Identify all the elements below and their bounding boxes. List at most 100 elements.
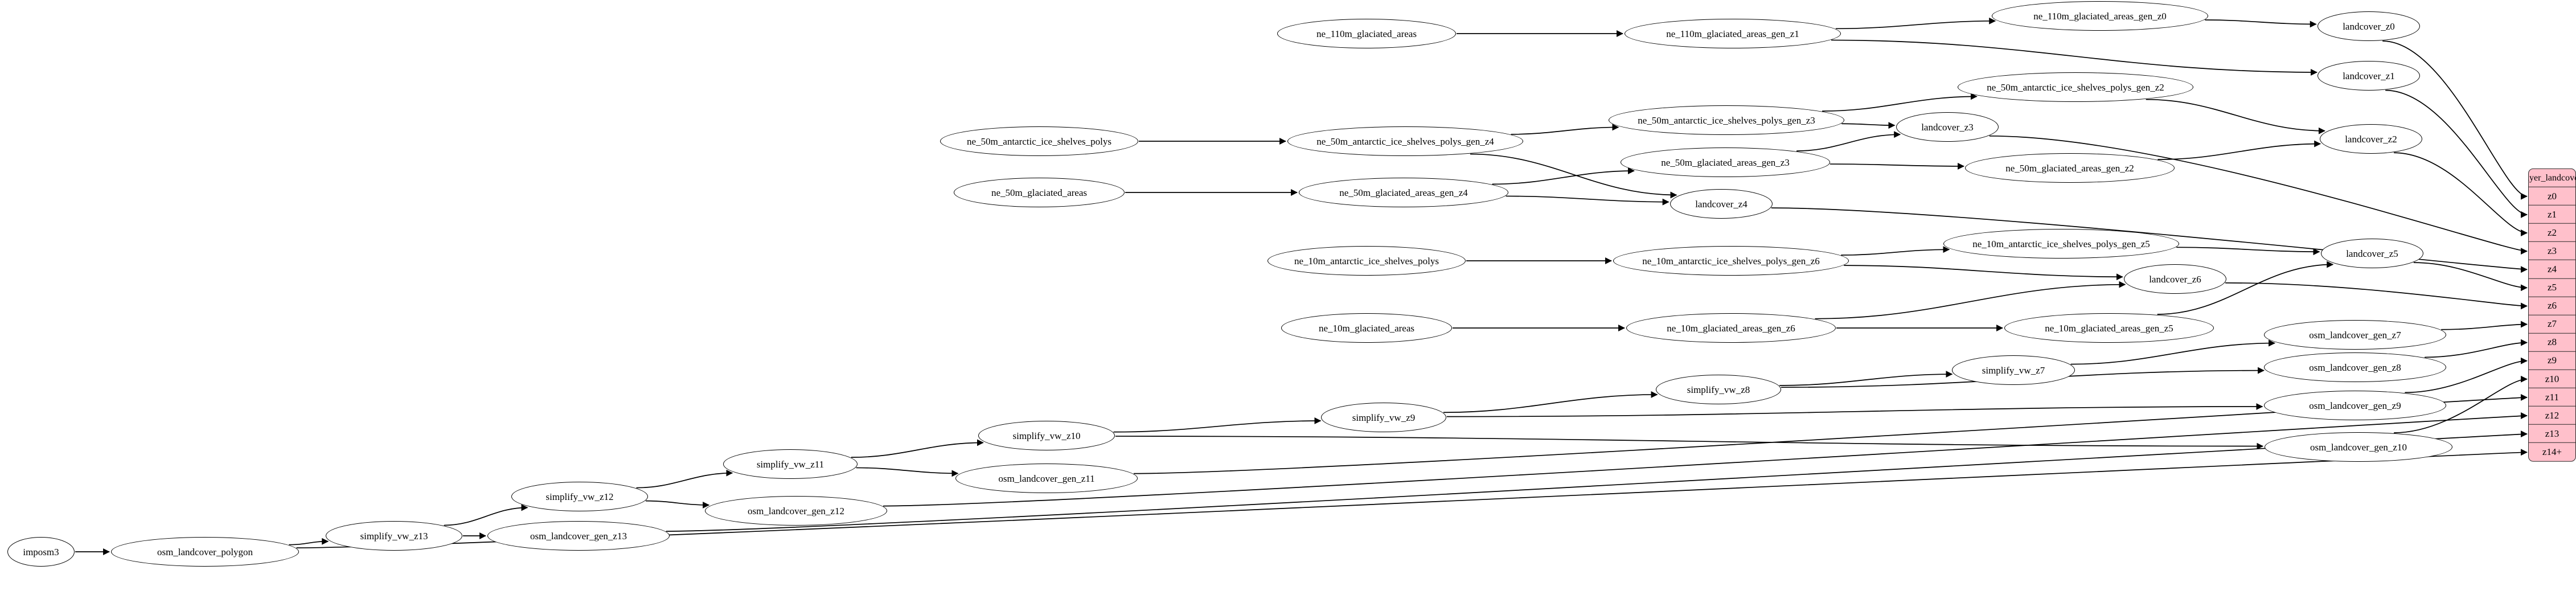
node-landcover_z2[interactable]: landcover_z2 <box>2320 124 2422 154</box>
node-osm_landcover_gen_z8[interactable]: osm_landcover_gen_z8 <box>2264 352 2446 382</box>
node-ne_10m_antarctic_ice_shelves_polys_gen_z5[interactable]: ne_10m_antarctic_ice_shelves_polys_gen_z… <box>1943 229 2179 259</box>
node-landcover_z5[interactable]: landcover_z5 <box>2321 239 2423 268</box>
node-osm_landcover_gen_z12[interactable]: osm_landcover_gen_z12 <box>705 496 887 526</box>
node-ne_10m_glaciated_areas_gen_z5[interactable]: ne_10m_glaciated_areas_gen_z5 <box>2004 313 2214 343</box>
node-landcover_z4[interactable]: landcover_z4 <box>1670 189 1773 219</box>
edge-osm_landcover_gen_z9-to-layer_landcover_z9 <box>2405 357 2528 393</box>
layer-landcover-table[interactable]: layer_landcover z0z1z2z3z4z5z6z7z8z9z10z… <box>2528 168 2576 462</box>
node-label: ne_10m_antarctic_ice_shelves_polys <box>1294 255 1439 266</box>
node-label: osm_landcover_gen_z8 <box>2309 362 2401 373</box>
node-osm_landcover_gen_z11[interactable]: osm_landcover_gen_z11 <box>955 464 1138 493</box>
node-simplify_vw_z12[interactable]: simplify_vw_z12 <box>511 482 648 511</box>
node-landcover_z3[interactable]: landcover_z3 <box>1896 112 1999 142</box>
node-label: ne_50m_antarctic_ice_shelves_polys_gen_z… <box>1987 81 2164 93</box>
edge-ne_50m_antarctic_ice_shelves_polys_gen_z3-to-landcover_z3 <box>1841 122 1896 129</box>
node-ne_50m_glaciated_areas[interactable]: ne_50m_glaciated_areas <box>954 178 1125 207</box>
node-label: landcover_z1 <box>2343 70 2395 81</box>
node-label: landcover_z2 <box>2345 133 2397 145</box>
layer-table-row-z10[interactable]: z10 <box>2529 370 2575 388</box>
node-ne_50m_antarctic_ice_shelves_polys_gen_z4[interactable]: ne_50m_antarctic_ice_shelves_polys_gen_z… <box>1287 126 1523 156</box>
layer-table-row-z3[interactable]: z3 <box>2529 242 2575 261</box>
edge-ne_50m_antarctic_ice_shelves_polys_gen_z4-to-landcover_z4 <box>1470 153 1677 199</box>
edge-simplify_vw_z11-to-osm_landcover_gen_z11 <box>856 467 959 477</box>
edge-ne_10m_antarctic_ice_shelves_polys_gen_z5-to-landcover_z5 <box>2176 247 2320 256</box>
node-ne_50m_glaciated_areas_gen_z3[interactable]: ne_50m_glaciated_areas_gen_z3 <box>1621 147 1830 177</box>
node-label: ne_50m_glaciated_areas_gen_z4 <box>1339 187 1468 198</box>
node-ne_110m_glaciated_areas[interactable]: ne_110m_glaciated_areas <box>1277 19 1456 48</box>
node-osm_landcover_polygon[interactable]: osm_landcover_polygon <box>111 537 299 567</box>
node-label: simplify_vw_z13 <box>360 530 428 542</box>
node-simplify_vw_z13[interactable]: simplify_vw_z13 <box>326 521 462 551</box>
node-label: osm_landcover_gen_z9 <box>2309 400 2401 411</box>
node-ne_50m_antarctic_ice_shelves_polys_gen_z2[interactable]: ne_50m_antarctic_ice_shelves_polys_gen_z… <box>1958 72 2193 102</box>
layer-table-row-z9[interactable]: z9 <box>2529 352 2575 370</box>
node-label: ne_50m_glaciated_areas_gen_z2 <box>2005 162 2134 174</box>
edge-ne_50m_antarctic_ice_shelves_polys_gen_z3-to-ne_50m_antarctic_ice_shelves_polys_gen_z2 <box>1822 93 1978 112</box>
node-ne_110m_glaciated_areas_gen_z1[interactable]: ne_110m_glaciated_areas_gen_z1 <box>1625 19 1841 48</box>
edge-ne_50m_glaciated_areas_gen_z3-to-landcover_z3 <box>1796 131 1901 151</box>
node-label: imposm3 <box>23 546 59 557</box>
node-ne_10m_glaciated_areas[interactable]: ne_10m_glaciated_areas <box>1281 313 1452 343</box>
node-ne_110m_glaciated_areas_gen_z0[interactable]: ne_110m_glaciated_areas_gen_z0 <box>1992 1 2208 31</box>
node-label: osm_landcover_polygon <box>157 546 253 557</box>
node-landcover_z1[interactable]: landcover_z1 <box>2317 61 2420 91</box>
node-label: landcover_z5 <box>2346 248 2398 259</box>
layer-table-row-z2[interactable]: z2 <box>2529 224 2575 243</box>
edge-ne_50m_antarctic_ice_shelves_polys_gen_z4-to-ne_50m_antarctic_ice_shelves_polys_gen_z3 <box>1511 124 1619 135</box>
layer-table-row-z4[interactable]: z4 <box>2529 260 2575 279</box>
edge-ne_50m_antarctic_ice_shelves_polys_gen_z2-to-landcover_z2 <box>2146 99 2325 134</box>
node-osm_landcover_gen_z9[interactable]: osm_landcover_gen_z9 <box>2264 391 2446 420</box>
node-simplify_vw_z9[interactable]: simplify_vw_z9 <box>1321 403 1446 432</box>
layer-table-row-z12[interactable]: z12 <box>2529 407 2575 425</box>
layer-table-row-z7[interactable]: z7 <box>2529 315 2575 334</box>
node-label: osm_landcover_gen_z12 <box>748 505 844 516</box>
layer-table-row-z8[interactable]: z8 <box>2529 334 2575 352</box>
node-label: ne_50m_antarctic_ice_shelves_polys <box>967 136 1111 147</box>
node-label: ne_10m_glaciated_areas_gen_z5 <box>2045 322 2173 334</box>
layer-table-row-z0[interactable]: z0 <box>2529 187 2575 206</box>
edge-simplify_vw_z10-to-osm_landcover_gen_z10 <box>1115 436 2264 450</box>
edge-ne_110m_glaciated_areas_gen_z1-to-ne_110m_glaciated_areas_gen_z0 <box>1835 17 1996 30</box>
layer-table-row-z1[interactable]: z1 <box>2529 206 2575 224</box>
node-simplify_vw_z10[interactable]: simplify_vw_z10 <box>978 421 1115 450</box>
node-label: landcover_z0 <box>2343 20 2395 32</box>
node-landcover_z0[interactable]: landcover_z0 <box>2317 11 2420 41</box>
layer-table-row-z13[interactable]: z13 <box>2529 425 2575 444</box>
node-osm_landcover_gen_z7[interactable]: osm_landcover_gen_z7 <box>2264 320 2446 350</box>
edge-ne_10m_glaciated_areas_gen_z5-to-landcover_z5 <box>2157 261 2334 315</box>
edge-simplify_vw_z11-to-simplify_vw_z10 <box>851 439 984 458</box>
edge-ne_50m_glaciated_areas_gen_z3-to-ne_50m_glaciated_areas_gen_z2 <box>1830 162 1965 170</box>
node-simplify_vw_z8[interactable]: simplify_vw_z8 <box>1656 375 1781 404</box>
node-label: simplify_vw_z11 <box>756 458 825 470</box>
layer-table-row-z6[interactable]: z6 <box>2529 297 2575 315</box>
node-ne_50m_glaciated_areas_gen_z4[interactable]: ne_50m_glaciated_areas_gen_z4 <box>1299 178 1508 207</box>
node-ne_50m_glaciated_areas_gen_z2[interactable]: ne_50m_glaciated_areas_gen_z2 <box>1965 153 2175 183</box>
edge-ne_10m_antarctic_ice_shelves_polys_gen_z6-to-landcover_z6 <box>1844 265 2123 281</box>
layer-table-row-z14+[interactable]: z14+ <box>2542 446 2562 458</box>
edge-simplify_vw_z9-to-simplify_vw_z8 <box>1443 391 1658 413</box>
node-landcover_z6[interactable]: landcover_z6 <box>2124 264 2226 294</box>
node-ne_50m_antarctic_ice_shelves_polys[interactable]: ne_50m_antarctic_ice_shelves_polys <box>940 126 1138 156</box>
node-label: simplify_vw_z7 <box>1982 364 2045 376</box>
node-imposm3[interactable]: imposm3 <box>7 537 75 567</box>
edge-landcover_z1-to-layer_landcover_z1 <box>2385 89 2528 218</box>
node-label: simplify_vw_z10 <box>1012 430 1081 441</box>
node-label: ne_50m_glaciated_areas_gen_z3 <box>1661 157 1790 168</box>
node-simplify_vw_z11[interactable]: simplify_vw_z11 <box>723 449 858 479</box>
edge-simplify_vw_z9-to-osm_landcover_gen_z9 <box>1446 403 2263 417</box>
layer-table-row-z5[interactable]: z5 <box>2529 278 2575 297</box>
node-ne_10m_antarctic_ice_shelves_polys[interactable]: ne_10m_antarctic_ice_shelves_polys <box>1268 246 1466 276</box>
node-osm_landcover_gen_z10[interactable]: osm_landcover_gen_z10 <box>2265 432 2452 462</box>
node-ne_10m_glaciated_areas_gen_z6[interactable]: ne_10m_glaciated_areas_gen_z6 <box>1626 313 1836 343</box>
node-osm_landcover_gen_z13[interactable]: osm_landcover_gen_z13 <box>487 521 670 551</box>
node-ne_50m_antarctic_ice_shelves_polys_gen_z3[interactable]: ne_50m_antarctic_ice_shelves_polys_gen_z… <box>1609 105 1844 135</box>
layer-table-row-z11[interactable]: z11 <box>2529 388 2575 407</box>
node-ne_10m_antarctic_ice_shelves_polys_gen_z6[interactable]: ne_10m_antarctic_ice_shelves_polys_gen_z… <box>1613 246 1849 276</box>
node-label: ne_110m_glaciated_areas_gen_z1 <box>1666 28 1799 39</box>
edge-ne_50m_glaciated_areas_gen_z4-to-ne_50m_glaciated_areas_gen_z3 <box>1492 167 1635 185</box>
edge-landcover_z3-to-layer_landcover_z3 <box>1989 135 2528 255</box>
node-simplify_vw_z7[interactable]: simplify_vw_z7 <box>1952 355 2075 385</box>
node-label: ne_10m_glaciated_areas_gen_z6 <box>1667 322 1795 334</box>
